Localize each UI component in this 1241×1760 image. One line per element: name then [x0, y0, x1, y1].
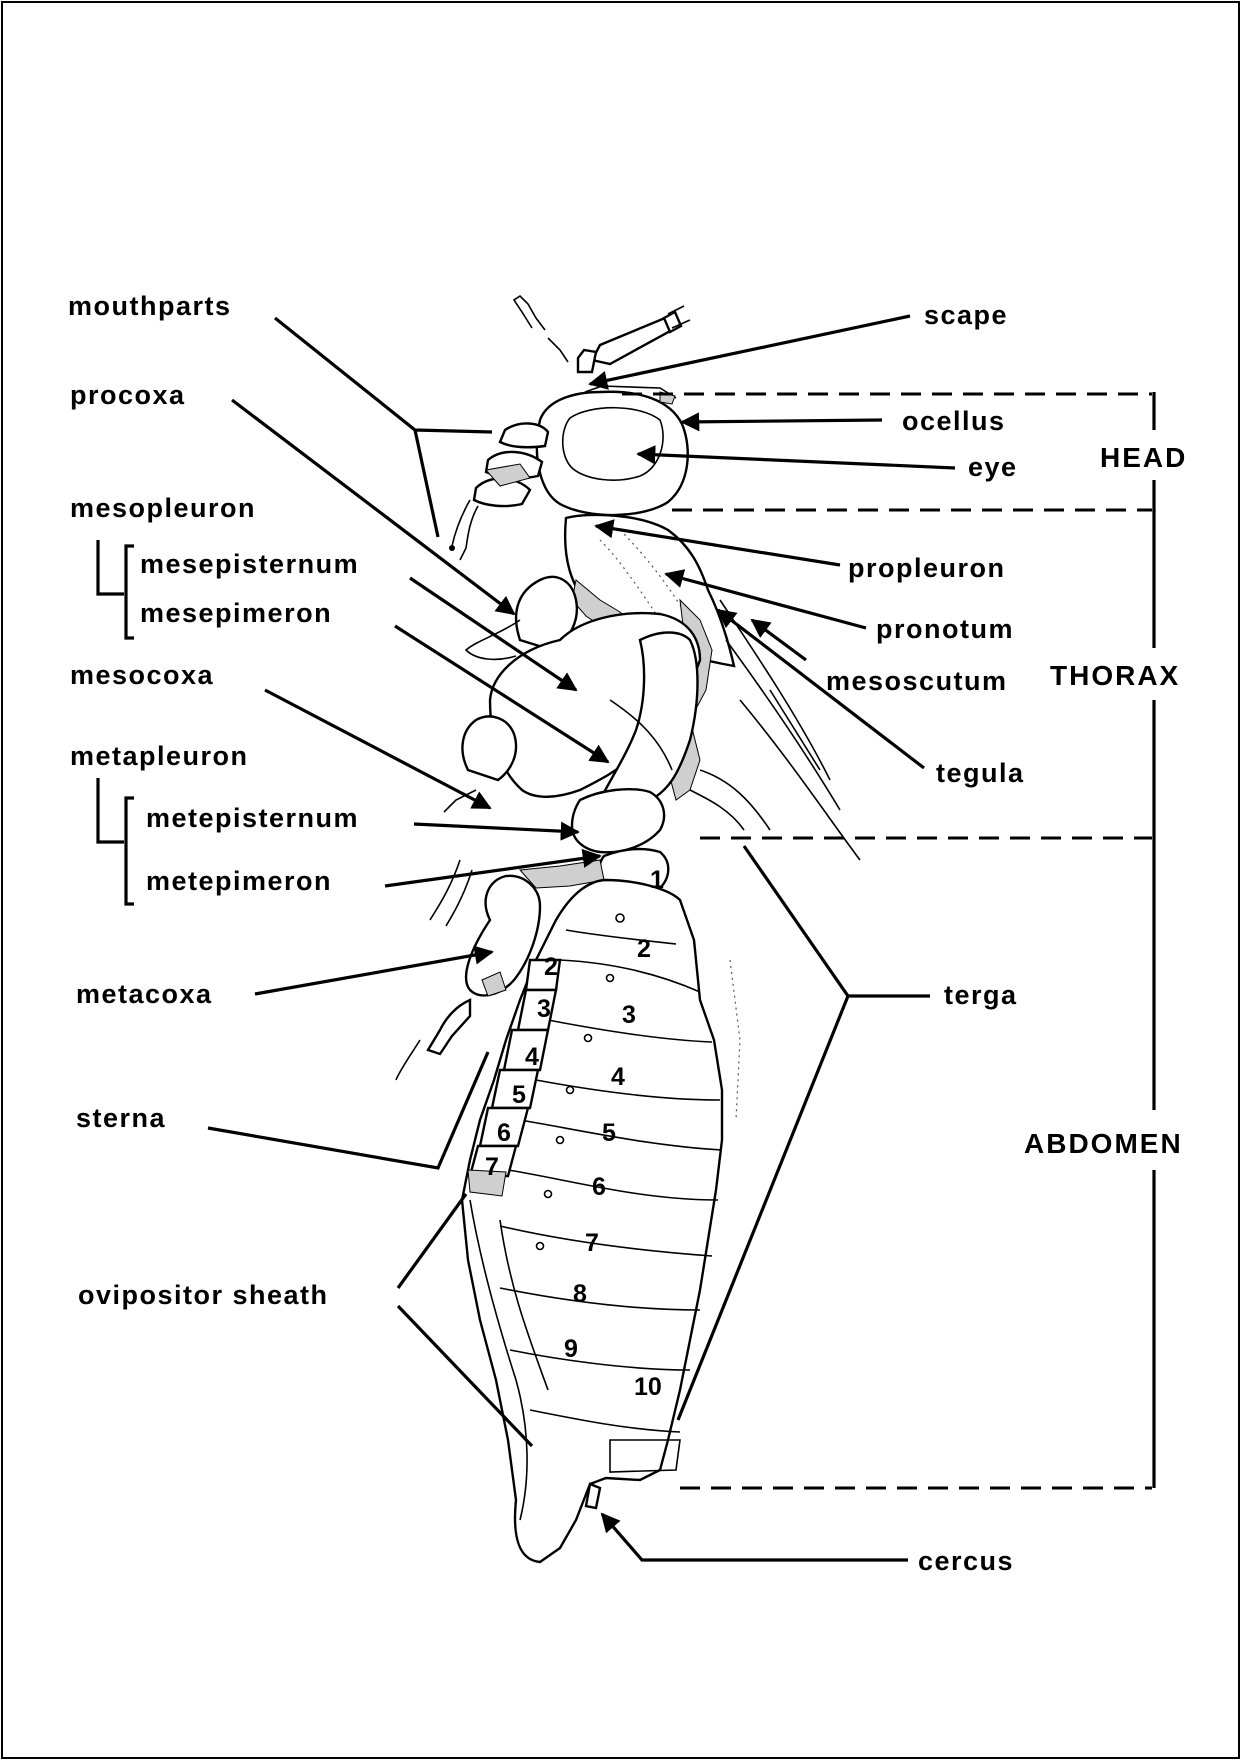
tergum-number: 9	[564, 1335, 578, 1363]
label-procoxa: procoxa	[70, 380, 186, 410]
thorax-drawing	[430, 515, 860, 926]
sternum-number: 6	[497, 1119, 511, 1147]
sternum-number: 4	[525, 1043, 539, 1071]
label-mesepimeron: mesepimeron	[140, 598, 332, 628]
label-metapleuron: metapleuron	[70, 741, 249, 771]
label-metepisternum: metepisternum	[146, 803, 359, 833]
sternum-number: 2	[544, 953, 558, 981]
label-terga: terga	[944, 980, 1018, 1010]
region-thorax: THORAX	[1050, 660, 1180, 691]
insect-drawing: 1 2 3 4 5 6 7 8 9 10 2 3 4 5 6 7	[396, 296, 860, 1562]
label-mesocoxa: mesocoxa	[70, 660, 214, 690]
antennae	[514, 296, 690, 372]
tergum-number: 7	[585, 1229, 599, 1257]
tergum-number: 6	[592, 1173, 606, 1201]
right-labels: scape ocellus eye propleuron pronotum me…	[826, 300, 1025, 1576]
label-propleuron: propleuron	[848, 553, 1006, 583]
region-head: HEAD	[1100, 442, 1187, 473]
label-sterna: sterna	[76, 1103, 166, 1133]
label-scape: scape	[924, 300, 1008, 330]
label-metacoxa: metacoxa	[76, 979, 213, 1009]
tergum-number: 4	[611, 1063, 625, 1091]
left-labels: mouthparts procoxa mesopleuron mesepiste…	[68, 291, 359, 1310]
sternum-number: 5	[512, 1081, 526, 1109]
tergum-number: 8	[573, 1280, 587, 1308]
label-ovipositor-sheath: ovipositor sheath	[78, 1280, 329, 1310]
sternum-number: 3	[537, 995, 551, 1023]
label-mouthparts: mouthparts	[68, 291, 232, 321]
tergum-number: 2	[637, 935, 651, 963]
label-mesopleuron: mesopleuron	[70, 493, 256, 523]
tergum-number: 10	[634, 1373, 662, 1401]
sternum-number: 7	[485, 1153, 499, 1181]
label-cercus: cercus	[918, 1546, 1014, 1576]
tergum-number: 1	[650, 866, 664, 894]
label-pronotum: pronotum	[876, 614, 1014, 644]
tergum-number: 5	[602, 1119, 616, 1147]
tergum-number: 3	[622, 1001, 636, 1029]
label-mesepisternum: mesepisternum	[140, 549, 359, 579]
region-labels: HEAD THORAX ABDOMEN	[1024, 442, 1187, 1159]
label-ocellus: ocellus	[902, 406, 1006, 436]
region-abdomen: ABDOMEN	[1024, 1128, 1183, 1159]
label-mesoscutum: mesoscutum	[826, 666, 1008, 696]
label-tegula: tegula	[936, 758, 1025, 788]
label-metepimeron: metepimeron	[146, 866, 332, 896]
label-eye: eye	[968, 452, 1018, 482]
